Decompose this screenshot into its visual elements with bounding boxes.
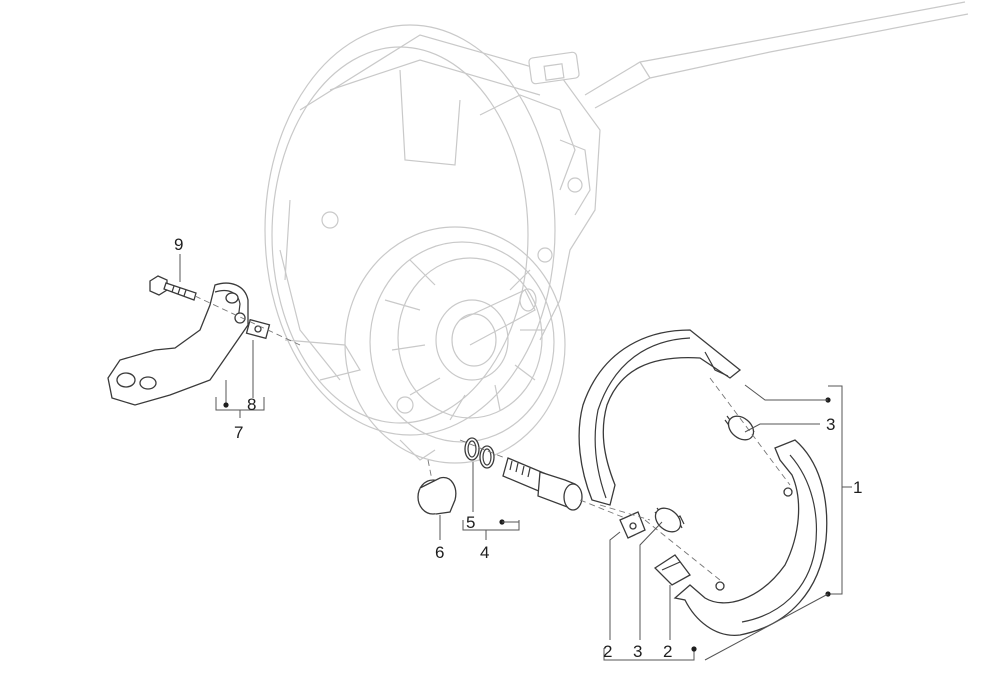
- shoe-clip-left: [619, 511, 646, 539]
- lever-bolt-part: [149, 275, 197, 301]
- lever-clip-part: [245, 318, 271, 340]
- engine-hub-ghost: [264, 1, 969, 464]
- callout-9: 9: [174, 235, 183, 254]
- callout-3-lower: 3: [633, 642, 642, 661]
- brake-lever-assembly: [107, 275, 301, 406]
- callout-leaders: [179, 254, 852, 661]
- spring-upper: [724, 415, 755, 441]
- brake-cam-assembly: [459, 437, 631, 521]
- callout-7: 7: [234, 423, 243, 442]
- callout-3-upper: 3: [826, 415, 835, 434]
- brake-shoes-part: [578, 329, 828, 636]
- callout-4: 4: [480, 543, 489, 562]
- callout-labels: 9 8 7 6 5 4 3 1 2 3 2: [174, 235, 862, 661]
- callout-1: 1: [853, 478, 862, 497]
- callout-2-left: 2: [603, 642, 612, 661]
- callout-2-right: 2: [663, 642, 672, 661]
- callout-5: 5: [466, 513, 475, 532]
- shoe-clip-right: [653, 554, 691, 586]
- spring-lower: [654, 507, 685, 533]
- brake-lever-part: [107, 282, 249, 406]
- callout-6: 6: [435, 543, 444, 562]
- callout-8: 8: [247, 395, 256, 414]
- plug-cap-part: [417, 459, 457, 515]
